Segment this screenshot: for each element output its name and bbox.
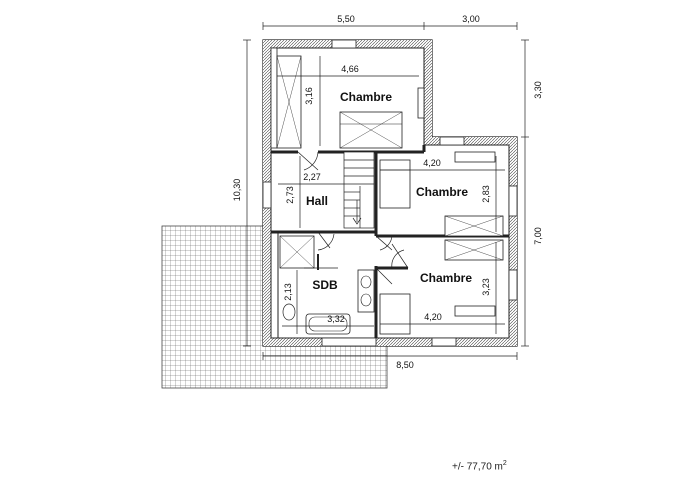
dim-chambre-top-depth: 3,16: [304, 87, 314, 105]
dim-bottom: 8,50: [396, 360, 414, 370]
dim-top-left: 5,50: [337, 14, 355, 24]
total-area-value: +/- 77,70 m: [452, 461, 503, 473]
dim-chambre-bottom-depth: 3,23: [481, 278, 491, 296]
dim-sdb-depth: 2,13: [283, 283, 293, 301]
interior-thin-walls: [277, 152, 377, 338]
room-label-sdb: SDB: [312, 278, 338, 292]
dim-hall-depth: 2,73: [285, 186, 295, 204]
dim-left-total: 10,30: [232, 179, 242, 202]
room-label-chambre-mid: Chambre: [416, 185, 468, 199]
toilet: [282, 303, 296, 321]
bed-mid: [379, 159, 411, 209]
staircase: [343, 151, 375, 229]
dim-right-upper: 3,30: [533, 81, 543, 99]
dim-top-right: 3,00: [462, 14, 480, 24]
dim-chambre-mid-depth: 2,83: [481, 185, 491, 203]
desk-mid: [454, 151, 496, 163]
doors: [297, 151, 409, 285]
dimension-lines: [243, 22, 529, 360]
windows: [262, 39, 518, 347]
total-area-unit-exponent: 2: [502, 460, 507, 467]
room-label-chambre-top: Chambre: [340, 90, 392, 104]
total-area: +/- 77,70 m2: [452, 460, 507, 472]
room-label-hall: Hall: [306, 194, 328, 208]
dim-chambre-mid-width: 4,20: [423, 158, 441, 168]
dim-chambre-bottom-width: 4,20: [424, 312, 442, 322]
bed-bottom: [379, 293, 411, 335]
desk-bottom: [454, 305, 496, 317]
room-label-chambre-bottom: Chambre: [420, 271, 472, 285]
dim-hall-width: 2,27: [303, 172, 321, 182]
dim-chambre-top-width: 4,66: [341, 64, 359, 74]
dim-right-lower: 7,00: [533, 227, 543, 245]
dim-sdb-width: 3,32: [327, 314, 345, 324]
